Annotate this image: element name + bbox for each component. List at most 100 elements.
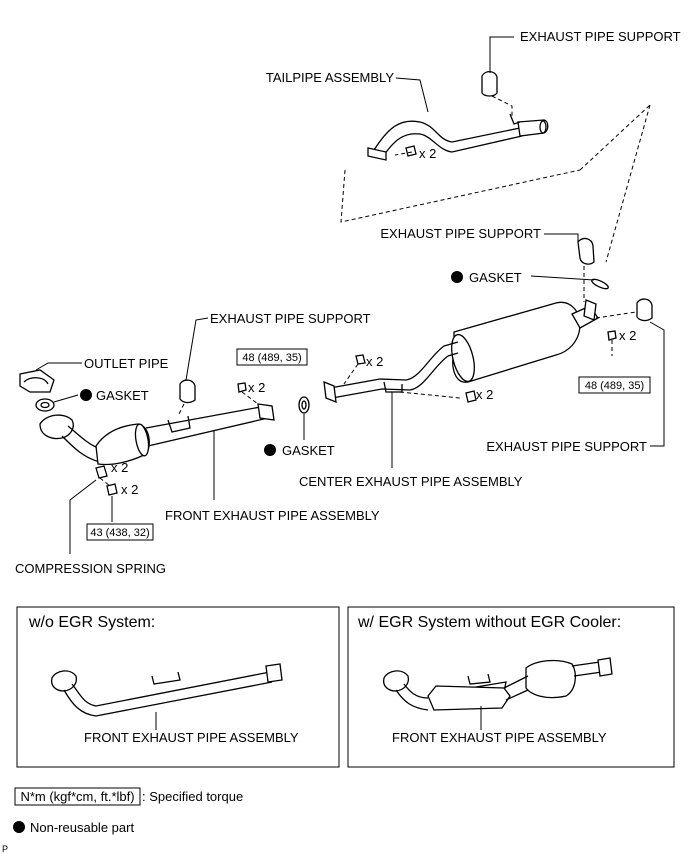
label-gasket-front: GASKET — [96, 388, 149, 403]
variant-box-without-egr: w/o EGR System: FRONT EXHAUST PIPE ASSEM… — [16, 606, 340, 768]
outlet-pipe-opening — [23, 377, 49, 385]
label-torque-manifold: 43 (438, 32) — [90, 527, 149, 539]
center-pipe-hanger-bracket — [383, 381, 403, 393]
label-tailpipe-assembly: TAILPIPE ASSEMBLY — [266, 70, 394, 85]
variant-title-left: w/o EGR System: — [28, 614, 155, 631]
center-pipe-lower-edge — [331, 352, 459, 399]
legend: N*m (kgf*cm, ft.*lbf) : Specified torque… — [2, 787, 243, 854]
tailpipe-upper-edge — [373, 120, 521, 151]
projection-line-right — [605, 104, 651, 263]
support-left-guide — [177, 403, 185, 417]
legend-torque-desc: : Specified torque — [142, 789, 243, 804]
tailpipe-detail: EXHAUST PIPE SUPPORT TAILPIPE ASSEMBLY x… — [266, 29, 681, 263]
front-pipe-rear-flange — [257, 403, 275, 421]
catalytic-converter-end — [134, 423, 150, 457]
muffler-rear-flange — [583, 299, 597, 321]
spring-bolt-guide — [99, 477, 111, 487]
corner-mark: P — [2, 844, 8, 854]
leader-support-mid — [544, 233, 579, 242]
leader-tailpipe — [395, 77, 429, 113]
label-compression-spring: COMPRESSION SPRING — [15, 561, 166, 576]
label-spring-qty: x 2 — [111, 460, 128, 475]
tailpipe-lower-edge — [381, 133, 523, 159]
tailpipe-bolt-guide — [394, 151, 413, 156]
variant-left-pipe-lower — [63, 681, 273, 717]
exhaust-pipe-support-mid-icon — [577, 237, 595, 265]
support-top-guide — [491, 95, 513, 118]
gasket-center-hole — [301, 400, 307, 410]
variant-right-part-label: FRONT EXHAUST PIPE ASSEMBLY — [392, 730, 607, 745]
label-exhaust-pipe-support-left: EXHAUST PIPE SUPPORT — [210, 311, 371, 326]
tailpipe-hanger-bracket — [509, 113, 521, 125]
outlet-pipe-icon — [19, 369, 55, 393]
label-tail-bolt-qty: x 2 — [419, 146, 436, 161]
leader-outlet-pipe — [35, 362, 82, 371]
center-pipe-upper-edge — [329, 341, 459, 389]
variant-left-bracket — [151, 671, 181, 685]
front-pipe-upper-edge — [145, 405, 267, 429]
leader-gasket-front — [53, 394, 79, 403]
front-pipe-hanger-bracket — [167, 415, 191, 433]
gasket-front-hole — [40, 401, 50, 409]
legend-non-reusable-dot — [13, 821, 25, 833]
leader-compression-spring — [69, 479, 97, 554]
muffler-body — [452, 301, 581, 383]
variant-right-pipe-upper — [403, 683, 429, 699]
exhaust-pipe-support-left-icon — [179, 379, 196, 404]
center-bolt-guide — [343, 363, 359, 385]
projection-line-left — [340, 169, 581, 223]
variant-right-catalytic-converter — [525, 659, 577, 699]
front-pipe-flange — [39, 414, 74, 440]
label-outlet-pipe: OUTLET PIPE — [84, 356, 169, 371]
leader-gasket-rear — [530, 275, 595, 281]
label-gasket-rear: GASKET — [469, 270, 522, 285]
legend-non-reusable-label: Non-reusable part — [30, 820, 134, 835]
rear-nut-icon — [607, 330, 617, 341]
front-pipe-bend-upper — [67, 425, 99, 449]
label-exhaust-pipe-support-right: EXHAUST PIPE SUPPORT — [486, 439, 647, 454]
variant-left-pipe-upper — [71, 671, 271, 707]
label-gasket-center: GASKET — [282, 443, 335, 458]
label-rear-nut-qty: x 2 — [619, 328, 636, 343]
front-flange-nut-icon — [237, 382, 247, 393]
exhaust-pipe-support-right-icon — [636, 298, 653, 322]
projection-line-top-right — [579, 104, 651, 171]
label-front-nut-qty: x 2 — [248, 380, 265, 395]
variant-right-cat-inlet-lower — [505, 689, 529, 701]
variant-right-outlet-upper — [571, 661, 601, 667]
variant-left-rear-flange — [265, 663, 283, 683]
label-torque-rear: 48 (489, 35) — [585, 380, 644, 392]
label-front-exhaust-pipe-assembly: FRONT EXHAUST PIPE ASSEMBLY — [165, 508, 380, 523]
exhaust-pipe-support-top-icon — [481, 70, 498, 97]
variant-right-pipe-body — [427, 685, 511, 711]
label-torque-front-flange: 48 (489, 35) — [242, 352, 301, 364]
variant-right-rear-flange — [597, 657, 613, 677]
gasket-rear-icon — [591, 278, 609, 290]
non-reusable-dot-gasket-center — [264, 444, 276, 456]
variant-right-outlet-lower — [573, 671, 603, 677]
legend-torque-units: N*m (kgf*cm, ft.*lbf) — [20, 789, 134, 804]
tailpipe-flange — [367, 147, 387, 161]
center-bolt-icon — [355, 354, 366, 365]
muffler-end-cap — [451, 333, 475, 383]
label-exhaust-pipe-support-top: EXHAUST PIPE SUPPORT — [520, 29, 681, 44]
label-exhaust-pipe-support-mid: EXHAUST PIPE SUPPORT — [380, 226, 541, 241]
center-exhaust-pipe: x 2 x 2 x 2 48 (489, 35) EXHAUST PIPE SU… — [299, 298, 665, 489]
non-reusable-dot-gasket-rear — [451, 271, 463, 283]
front-exhaust-pipe: OUTLET PIPE GASKET x 2 48 (489, 35) EXHA… — [15, 311, 380, 576]
variant-box-with-egr: w/ EGR System without EGR Cooler: FRONT … — [347, 606, 675, 768]
tailpipe-bolt-icon — [405, 145, 417, 157]
center-nut-icon — [465, 390, 477, 403]
label-center-bolt-qty: x 2 — [366, 354, 383, 369]
label-center-exhaust-pipe-assembly: CENTER EXHAUST PIPE ASSEMBLY — [299, 474, 523, 489]
front-pipe-lower-edge — [147, 417, 269, 447]
torque-box-front-flange — [236, 348, 308, 366]
support-right-guide — [595, 311, 637, 319]
non-reusable-dot-gasket-front — [80, 389, 92, 401]
variant-left-flange — [50, 670, 78, 692]
tailpipe-tip — [539, 120, 547, 134]
compression-spring-icon — [95, 465, 108, 479]
label-bolt-qty: x 2 — [121, 482, 138, 497]
variant-right-cat-inlet-upper — [503, 675, 529, 689]
